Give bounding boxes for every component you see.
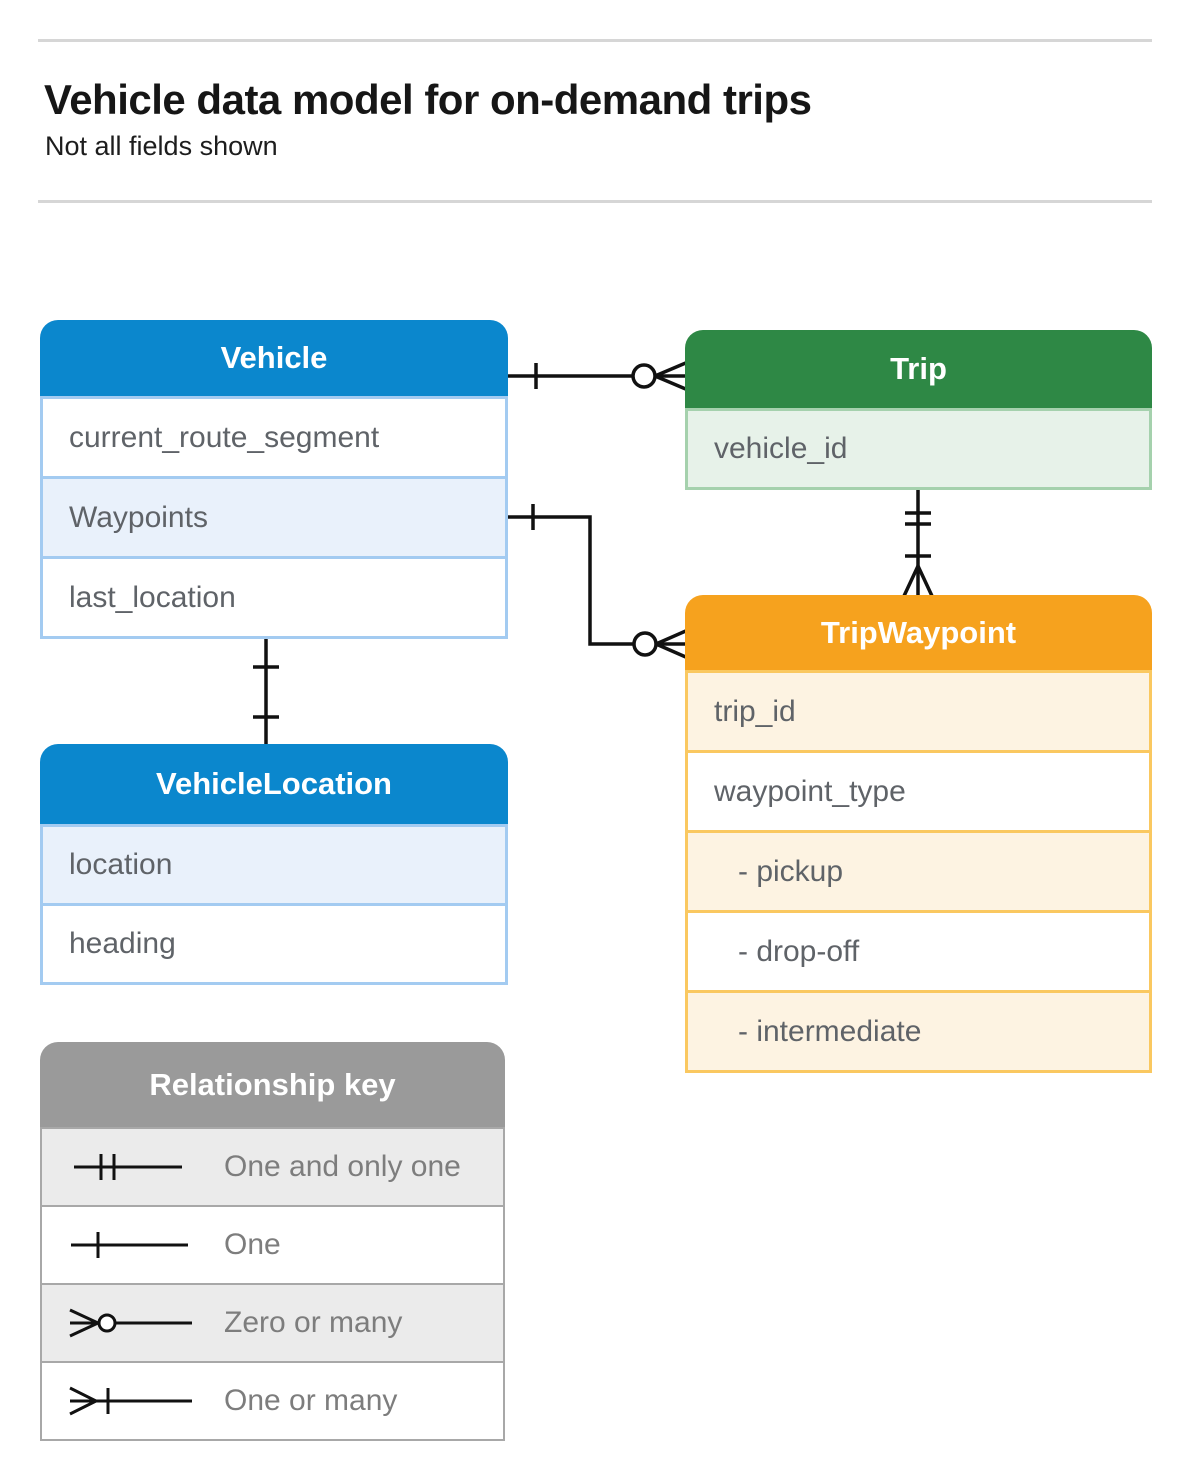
field-trip-id: trip_id [688,673,1149,750]
relationship-key-title: Relationship key [40,1042,505,1127]
entity-tripwaypoint: TripWaypoint trip_id waypoint_type - pic… [685,595,1152,1073]
connector-trip-tripwaypoint [902,488,934,597]
connector-vehicle-vehiclelocation [253,634,279,747]
relationship-key-body: One and only one One [40,1127,505,1441]
one-and-only-one-symbol-icon [56,1145,206,1189]
field-heading: heading [43,903,505,982]
legend-label: One [224,1228,281,1261]
entity-tripwaypoint-title: TripWaypoint [685,595,1152,670]
field-last-location: last_location [43,556,505,636]
value-intermediate: - intermediate [688,990,1149,1070]
header-divider [38,200,1152,203]
legend-row-zero-or-many: Zero or many [42,1283,503,1361]
relationship-key: Relationship key One and only one [40,1042,505,1441]
one-or-many-symbol-icon [56,1379,206,1423]
field-waypoint-type: waypoint_type [688,750,1149,830]
value-drop-off: - drop-off [688,910,1149,990]
legend-row-one-or-many: One or many [42,1361,503,1439]
entity-trip-title: Trip [685,330,1152,408]
entity-vehicle-body: current_route_segment Waypoints last_loc… [40,396,508,639]
legend-label: One and only one [224,1150,461,1183]
zero-or-many-symbol-icon [56,1301,206,1345]
legend-label: One or many [224,1384,398,1417]
legend-row-one-and-only-one: One and only one [42,1129,503,1205]
entity-vehiclelocation-title: VehicleLocation [40,744,508,824]
field-location: location [43,827,505,903]
page-title: Vehicle data model for on-demand trips [44,76,812,123]
field-current-route-segment: current_route_segment [69,420,380,454]
value-pickup: - pickup [688,830,1149,910]
connector-waypoints-tripwaypoint [506,504,689,660]
entity-vehiclelocation: VehicleLocation location heading [40,744,508,985]
entity-trip: Trip vehicle_id [685,330,1152,490]
page-subtitle: Not all fields shown [45,131,278,161]
entity-vehiclelocation-body: location heading [40,824,508,985]
entity-tripwaypoint-body: trip_id waypoint_type - pickup - drop-of… [685,670,1152,1073]
legend-label: Zero or many [224,1306,403,1339]
entity-vehicle: Vehicle current_route_segment Waypoints … [40,320,508,639]
field-vehicle-id: vehicle_id [688,411,1149,487]
field-waypoints: Waypoints [43,476,505,556]
legend-row-one: One [42,1205,503,1283]
one-symbol-icon [56,1223,206,1267]
connector-vehicle-trip [506,360,689,392]
top-divider [38,39,1152,42]
entity-vehicle-title: Vehicle [40,320,508,396]
entity-trip-body: vehicle_id [685,408,1152,490]
